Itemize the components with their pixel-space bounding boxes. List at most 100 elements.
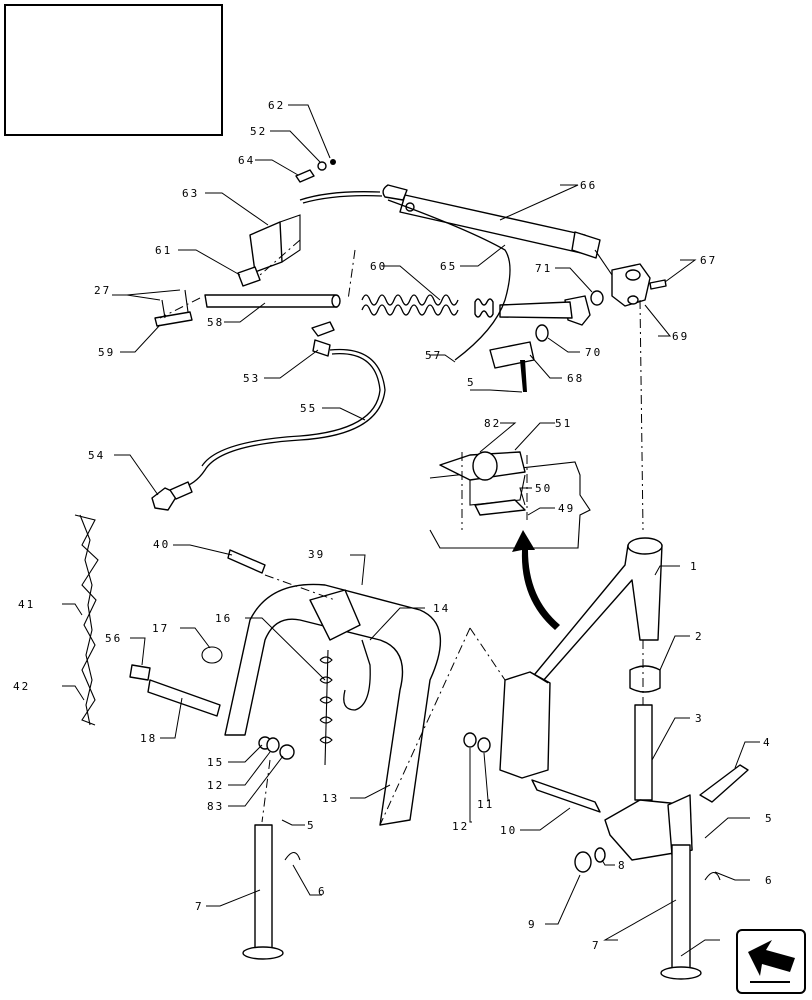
callout-5: 5	[765, 812, 774, 825]
washer-52	[317, 161, 327, 171]
callout-67: 67	[700, 254, 717, 267]
washer-70	[535, 324, 549, 342]
chain-41	[74, 514, 99, 726]
callout-6: 6	[318, 885, 327, 898]
bushing-61	[237, 266, 261, 287]
callout-42: 42	[13, 680, 30, 693]
assembly-line	[261, 759, 271, 823]
callout-60: 60	[370, 260, 387, 273]
assembly-line	[639, 299, 644, 531]
callout-52: 52	[250, 125, 267, 138]
callout-63: 63	[182, 187, 199, 200]
callout-14: 14	[433, 602, 450, 615]
callout-51: 51	[555, 417, 572, 430]
coil-spring	[361, 294, 494, 318]
washer-83	[279, 744, 295, 760]
hose-55	[179, 348, 386, 489]
callout-17: 17	[152, 622, 169, 635]
callout-70: 70	[585, 346, 602, 359]
callout-69: 69	[672, 330, 689, 343]
detail-arrow	[512, 530, 560, 630]
callout-64: 64	[238, 154, 255, 167]
callout-27: 27	[94, 284, 111, 297]
callout-labels: 1 2 3 4 5 5 5 6 6 7 7 8 9 10 11 12 12 13…	[13, 99, 774, 952]
assembly-line	[264, 574, 336, 601]
detail-inset	[429, 451, 591, 549]
callout-61: 61	[155, 244, 172, 257]
callout-2: 2	[695, 630, 704, 643]
callout-5: 5	[467, 376, 476, 389]
lynch-pin-6-right	[704, 871, 721, 881]
hose-55b	[201, 353, 381, 467]
previous-page-arrow-icon[interactable]	[736, 929, 806, 994]
callout-56: 56	[105, 632, 122, 645]
quick-coupler-54	[151, 481, 193, 511]
washer-11	[477, 737, 491, 753]
callout-12: 12	[452, 820, 469, 833]
callout-4: 4	[763, 736, 772, 749]
pin-68	[489, 341, 535, 392]
washer-12-right	[463, 732, 477, 748]
bushing-2	[629, 665, 661, 693]
callout-53: 53	[243, 372, 260, 385]
callout-1: 1	[690, 560, 699, 573]
main-frame	[499, 537, 663, 779]
callout-50: 50	[535, 482, 552, 495]
assembly-line	[469, 627, 506, 681]
callout-82: 82	[484, 417, 501, 430]
chain-16	[319, 649, 333, 766]
callout-59: 59	[98, 346, 115, 359]
jack-stand-left	[242, 824, 284, 960]
jack-stand-right	[660, 844, 702, 980]
post-3	[604, 704, 693, 861]
hose-65	[299, 191, 511, 361]
rod-end-clevis	[611, 263, 667, 307]
callout-7: 7	[195, 900, 204, 913]
leader-lines	[62, 104, 760, 957]
callout-49: 49	[558, 502, 575, 515]
callout-3: 3	[695, 712, 704, 725]
callout-65: 65	[440, 260, 457, 273]
callout-11: 11	[477, 798, 494, 811]
hydraulic-cylinder	[382, 184, 613, 276]
bushing-56	[129, 664, 151, 681]
callout-7: 7	[592, 939, 601, 952]
callout-9: 9	[528, 918, 537, 931]
title-block	[4, 4, 223, 136]
callout-62: 62	[268, 99, 285, 112]
washer-71	[590, 290, 604, 306]
hook-14	[343, 639, 371, 711]
assembly-line	[347, 249, 356, 301]
callout-6: 6	[765, 874, 774, 887]
pin-18	[147, 679, 221, 717]
callout-54: 54	[88, 449, 105, 462]
callout-12: 12	[207, 779, 224, 792]
callout-8: 8	[618, 859, 627, 872]
callout-39: 39	[308, 548, 325, 561]
lynch-pin-6-left	[284, 851, 301, 861]
washer-12-left	[266, 737, 280, 753]
pin-40	[227, 549, 266, 574]
ring-17	[201, 646, 223, 664]
callout-66: 66	[580, 179, 597, 192]
callout-18: 18	[140, 732, 157, 745]
spring-bracket	[499, 295, 591, 326]
callout-71: 71	[535, 262, 552, 275]
assembly-line	[259, 239, 301, 276]
nut-62	[330, 159, 336, 165]
callout-16: 16	[215, 612, 232, 625]
callout-5: 5	[307, 819, 316, 832]
callout-15: 15	[207, 756, 224, 769]
pin-4	[699, 764, 749, 803]
callout-55: 55	[300, 402, 317, 415]
stand-frame	[224, 583, 442, 826]
callout-41: 41	[18, 598, 35, 611]
shaft-58	[204, 294, 338, 308]
bracket-63	[249, 221, 283, 273]
bushing-9	[574, 851, 592, 873]
hose-65b	[302, 195, 383, 204]
callout-83: 83	[207, 800, 224, 813]
fitting-64	[295, 169, 315, 183]
callout-57: 57	[425, 349, 442, 362]
